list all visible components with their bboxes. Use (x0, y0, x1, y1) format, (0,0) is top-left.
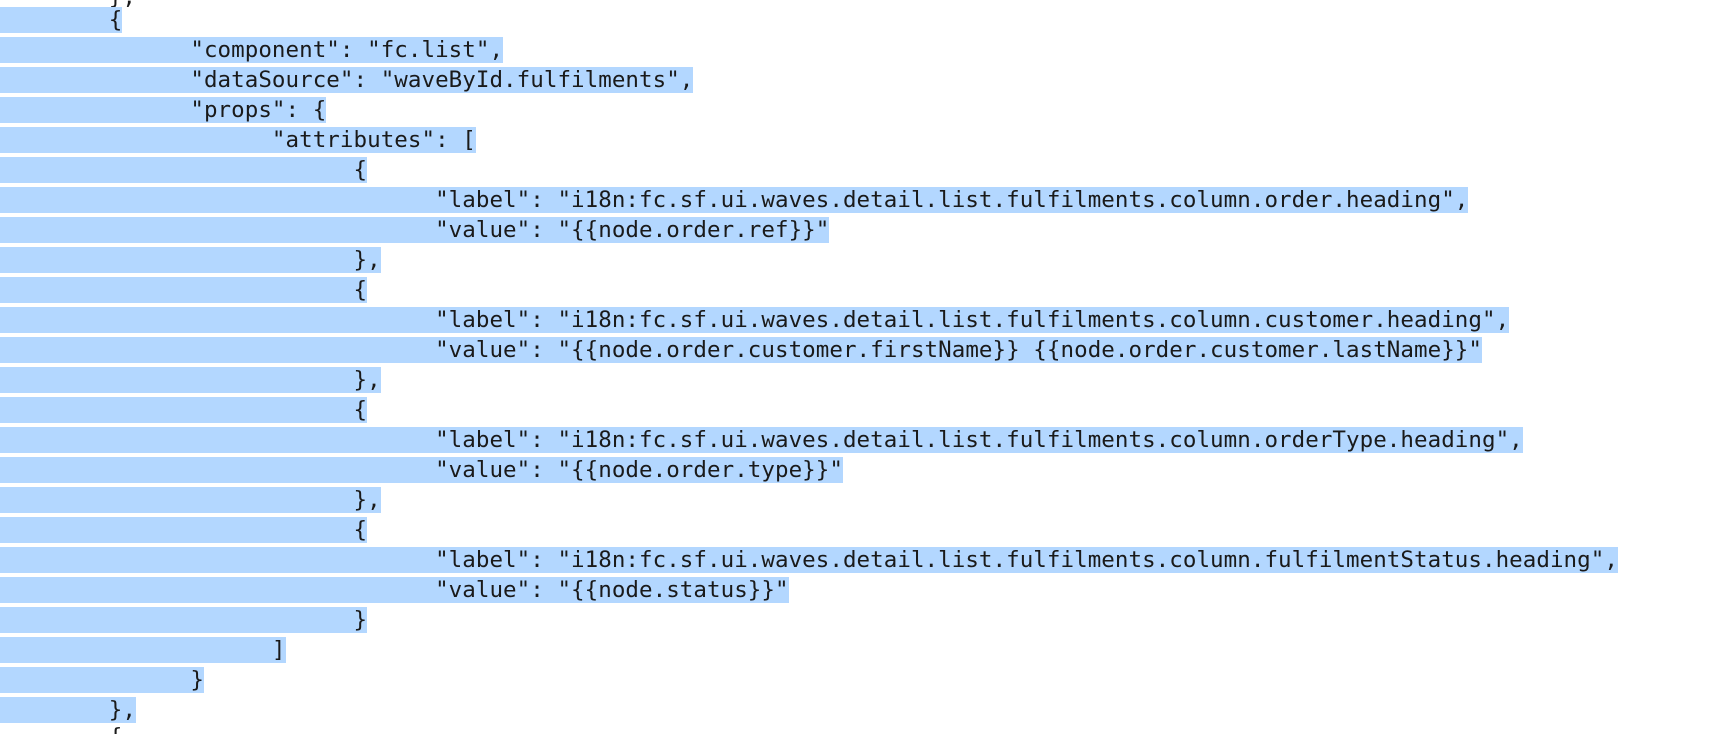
code-line: { (0, 515, 368, 545)
code-line-text: { (0, 277, 368, 303)
code-line: }, (0, 695, 136, 725)
code-line: }, (0, 485, 381, 515)
code-line-text: ] (0, 637, 286, 663)
code-line-text: "label": "i18n:fc.sf.ui.waves.detail.lis… (0, 427, 1523, 453)
code-line: }, (0, 245, 381, 275)
code-line: "label": "i18n:fc.sf.ui.waves.detail.lis… (0, 545, 1618, 575)
code-line: { (0, 722, 123, 734)
code-line-text: "value": "{{node.status}}" (0, 577, 789, 603)
code-line: "value": "{{node.status}}" (0, 575, 789, 605)
code-line: { (0, 395, 368, 425)
code-line: ] (0, 635, 286, 665)
code-line-text: "dataSource": "waveById.fulfilments", (0, 67, 694, 93)
code-line-text: "label": "i18n:fc.sf.ui.waves.detail.lis… (0, 187, 1469, 213)
code-line-text: }, (0, 697, 136, 723)
code-line: }, (0, 0, 136, 12)
code-line-text: }, (0, 367, 381, 393)
code-line: "label": "i18n:fc.sf.ui.waves.detail.lis… (0, 305, 1510, 335)
code-line-text: }, (0, 487, 381, 513)
code-line-text: { (0, 7, 123, 33)
code-line-text: "value": "{{node.order.ref}}" (0, 217, 830, 243)
code-line: "value": "{{node.order.type}}" (0, 455, 843, 485)
code-line: "attributes": [ (0, 125, 476, 155)
code-line-text: "value": "{{node.order.type}}" (0, 457, 843, 483)
code-line: { (0, 155, 368, 185)
code-line: "label": "i18n:fc.sf.ui.waves.detail.lis… (0, 185, 1469, 215)
code-line: }, (0, 365, 381, 395)
code-line-text: } (0, 667, 204, 693)
code-line: } (0, 665, 204, 695)
code-line: } (0, 605, 368, 635)
code-line-text: }, (0, 247, 381, 273)
code-line: "value": "{{node.order.customer.firstNam… (0, 335, 1482, 365)
code-line-text: { (0, 517, 368, 543)
code-line-text: }, (0, 0, 136, 10)
code-line-text: { (0, 397, 368, 423)
code-line-text: "label": "i18n:fc.sf.ui.waves.detail.lis… (0, 307, 1510, 333)
code-line: { (0, 5, 123, 35)
code-line: "value": "{{node.order.ref}}" (0, 215, 830, 245)
code-line: "component": "fc.list", (0, 35, 504, 65)
code-line-text: "label": "i18n:fc.sf.ui.waves.detail.lis… (0, 547, 1618, 573)
code-line-text: { (0, 724, 123, 734)
code-line-text: { (0, 157, 368, 183)
code-line-text: "component": "fc.list", (0, 37, 504, 63)
code-line-text: "value": "{{node.order.customer.firstNam… (0, 337, 1482, 363)
code-line: { (0, 275, 368, 305)
code-line-text: "props": { (0, 97, 327, 123)
code-line: "label": "i18n:fc.sf.ui.waves.detail.lis… (0, 425, 1523, 455)
code-line: "dataSource": "waveById.fulfilments", (0, 65, 694, 95)
code-line-text: "attributes": [ (0, 127, 476, 153)
code-line-text: } (0, 607, 368, 633)
code-line: "props": { (0, 95, 327, 125)
